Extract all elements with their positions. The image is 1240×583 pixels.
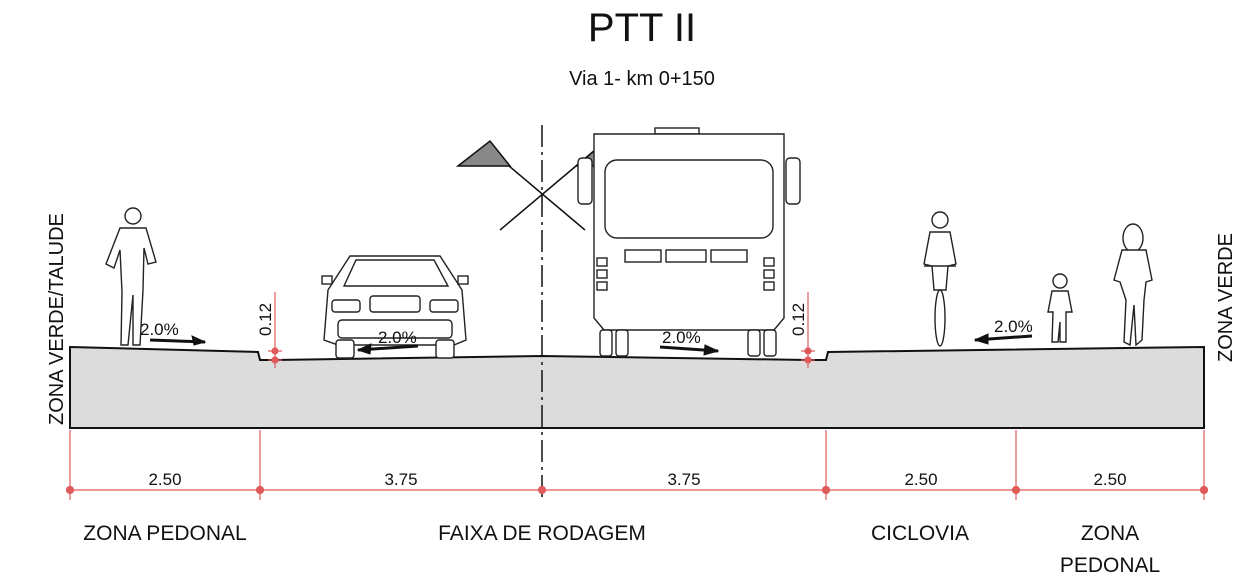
zone-label: PEDONAL bbox=[1060, 554, 1160, 577]
dimension-label: 2.50 bbox=[1093, 470, 1126, 489]
car-figure bbox=[321, 255, 469, 359]
pedestrian-figure-right bbox=[1113, 223, 1153, 347]
dimension-label: 2.50 bbox=[904, 470, 937, 489]
drawing-subtitle: Via 1- km 0+150 bbox=[569, 68, 715, 90]
cyclist-figure bbox=[923, 211, 957, 347]
dimension-label: 2.50 bbox=[148, 470, 181, 489]
edge-label-left: ZONA VERDE/TALUDE bbox=[46, 213, 68, 425]
zone-label: FAIXA DE RODAGEM bbox=[438, 522, 646, 545]
zone-label: ZONA PEDONAL bbox=[83, 522, 246, 545]
road-section-body bbox=[69, 345, 1205, 429]
slope-label: 2.0% bbox=[662, 328, 701, 347]
dimension-line bbox=[65, 430, 1209, 500]
slope-arrows bbox=[149, 333, 1033, 356]
child-figure bbox=[1047, 273, 1073, 343]
curb-height-label: 0.12 bbox=[256, 303, 275, 336]
pedestrian-figure-left bbox=[105, 207, 157, 346]
bus-figure bbox=[577, 127, 801, 357]
dimension-label: 3.75 bbox=[667, 470, 700, 489]
zone-label: CICLOVIA bbox=[871, 522, 969, 545]
zone-label: ZONA bbox=[1081, 522, 1139, 545]
dimension-label: 3.75 bbox=[384, 470, 417, 489]
curb-height-label: 0.12 bbox=[789, 303, 808, 336]
slope-label: 2.0% bbox=[140, 320, 179, 339]
edge-label-right: ZONA VERDE bbox=[1215, 233, 1237, 362]
drawing-title: PTT II bbox=[587, 6, 697, 50]
curb-height-markers bbox=[268, 292, 815, 368]
slope-label: 2.0% bbox=[378, 328, 417, 347]
slope-label: 2.0% bbox=[994, 317, 1033, 336]
